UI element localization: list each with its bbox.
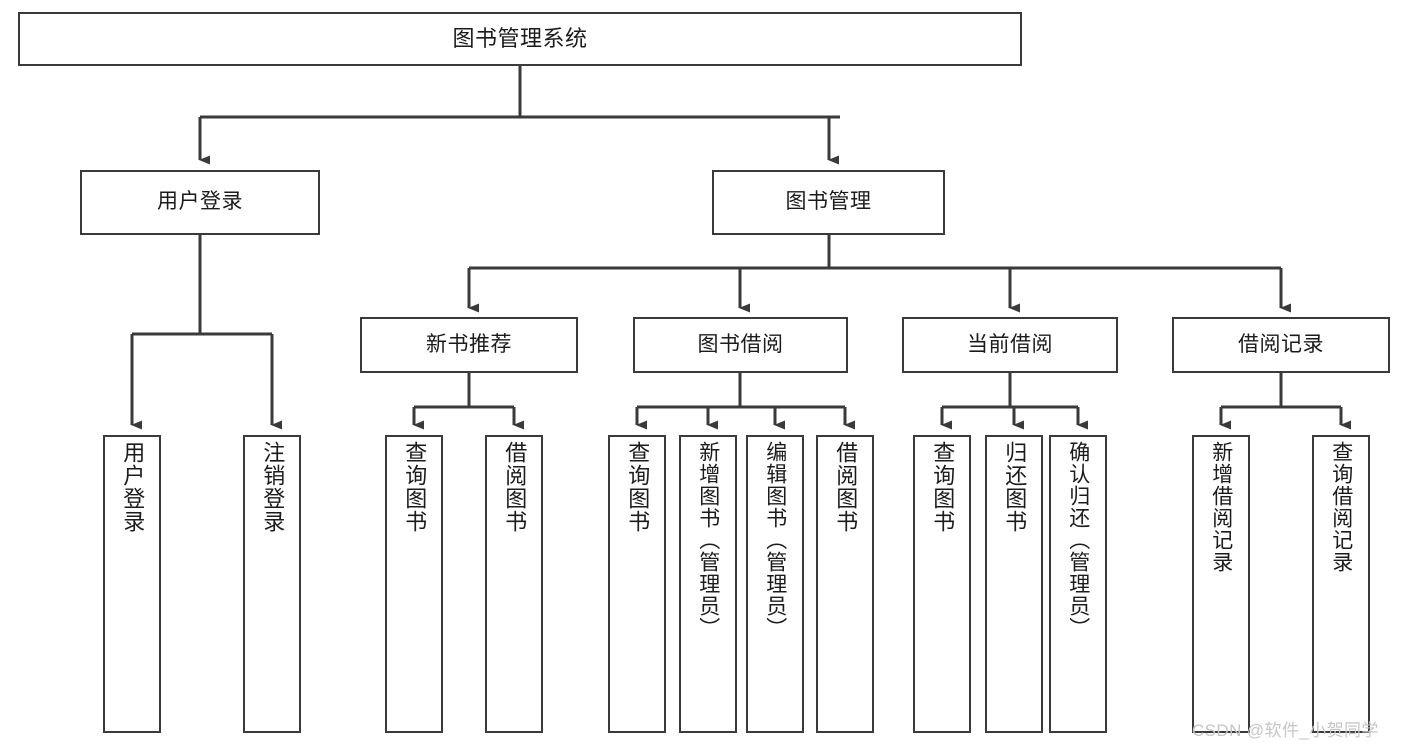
leaf-add-book-label: 新增图书（管理员）: [696, 441, 720, 639]
node-book-borrow[interactable]: 图书借阅: [633, 317, 848, 373]
leaf-user-login-label: 用户登录: [120, 441, 146, 533]
leaf-user-login[interactable]: 用户登录: [103, 435, 161, 733]
leaf-query-book-c[interactable]: 查询图书: [913, 435, 971, 733]
leaf-confirm-return[interactable]: 确认归还（管理员）: [1049, 435, 1107, 733]
leaf-query-book-a-label: 查询图书: [402, 441, 428, 533]
leaf-query-record-label: 查询借阅记录: [1329, 441, 1353, 573]
node-root-label: 图书管理系统: [452, 26, 588, 52]
node-current-borrow[interactable]: 当前借阅: [902, 317, 1118, 373]
leaf-query-book-b-label: 查询图书: [625, 441, 651, 533]
leaf-borrow-book-b[interactable]: 借阅图书: [816, 435, 874, 733]
node-user-login-label: 用户登录: [157, 190, 243, 214]
node-book-management-label: 图书管理: [785, 190, 872, 214]
leaf-add-record[interactable]: 新增借阅记录: [1192, 435, 1250, 733]
leaf-confirm-return-label: 确认归还（管理员）: [1066, 441, 1090, 639]
leaf-query-book-c-label: 查询图书: [930, 441, 956, 533]
leaf-return-book[interactable]: 归还图书: [985, 435, 1043, 733]
leaf-borrow-book-a[interactable]: 借阅图书: [485, 435, 543, 733]
leaf-query-book-a[interactable]: 查询图书: [385, 435, 443, 733]
node-borrow-record[interactable]: 借阅记录: [1172, 317, 1390, 373]
node-current-borrow-label: 当前借阅: [967, 332, 1053, 356]
leaf-query-book-b[interactable]: 查询图书: [608, 435, 666, 733]
node-root[interactable]: 图书管理系统: [18, 12, 1022, 66]
leaf-user-logout-label: 注销登录: [260, 441, 286, 533]
leaf-edit-book-label: 编辑图书（管理员）: [763, 441, 787, 639]
node-borrow-record-label: 借阅记录: [1238, 332, 1324, 356]
node-new-book-recommend-label: 新书推荐: [426, 332, 512, 356]
leaf-query-record[interactable]: 查询借阅记录: [1312, 435, 1370, 733]
leaf-user-logout[interactable]: 注销登录: [243, 435, 301, 733]
leaf-borrow-book-a-label: 借阅图书: [502, 441, 528, 533]
leaf-edit-book[interactable]: 编辑图书（管理员）: [746, 435, 804, 733]
node-new-book-recommend[interactable]: 新书推荐: [360, 317, 578, 373]
node-book-borrow-label: 图书借阅: [697, 332, 784, 356]
node-user-login[interactable]: 用户登录: [80, 170, 320, 235]
leaf-return-book-label: 归还图书: [1002, 441, 1028, 533]
leaf-borrow-book-b-label: 借阅图书: [833, 441, 859, 533]
leaf-add-record-label: 新增借阅记录: [1209, 441, 1233, 573]
node-book-management[interactable]: 图书管理: [712, 170, 945, 235]
leaf-add-book[interactable]: 新增图书（管理员）: [679, 435, 737, 733]
